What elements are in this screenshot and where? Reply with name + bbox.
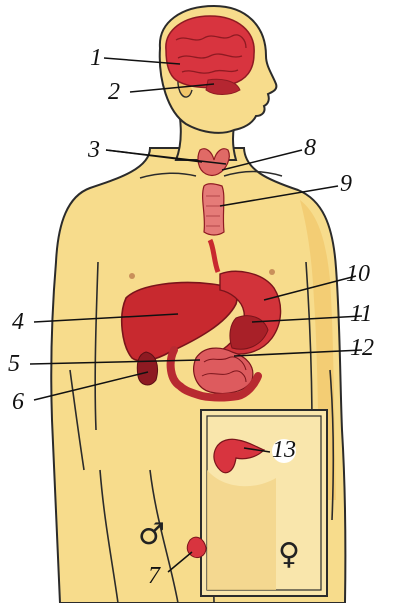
label-3: 3	[88, 138, 100, 162]
label-5: 5	[8, 352, 20, 376]
label-4: 4	[12, 310, 24, 334]
male-symbol-icon: ♂	[138, 520, 165, 550]
left-nipple	[129, 273, 135, 279]
gallbladder	[137, 352, 157, 385]
label-11: 11	[350, 302, 372, 326]
label-8: 8	[304, 136, 316, 160]
label-2: 2	[108, 80, 120, 104]
thymus-gland	[203, 184, 224, 235]
label-13: 13	[272, 438, 296, 462]
label-6: 6	[12, 390, 24, 414]
label-10: 10	[346, 262, 370, 286]
right-nipple	[269, 269, 275, 275]
female-symbol-icon: ♀	[278, 540, 300, 570]
label-9: 9	[340, 172, 352, 196]
label-7: 7	[148, 564, 160, 588]
female-body-shading	[207, 470, 276, 590]
label-1: 1	[90, 46, 102, 70]
brain	[166, 16, 254, 87]
label-12: 12	[350, 336, 374, 360]
